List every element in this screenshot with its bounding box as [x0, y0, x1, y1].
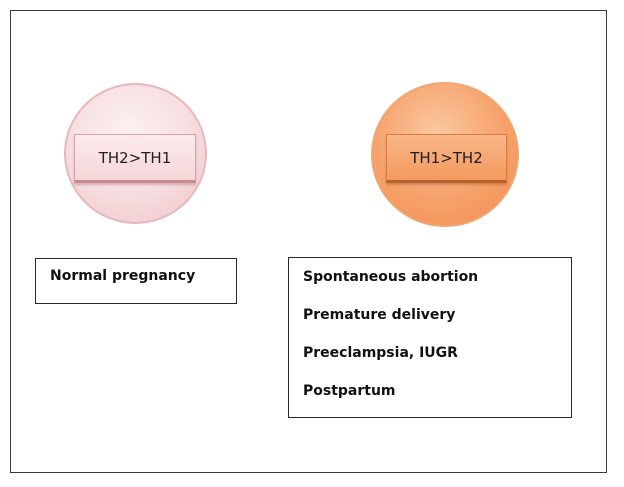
th2-th1-label: TH2>TH1: [74, 134, 196, 183]
list-item: Postpartum: [303, 383, 396, 399]
normal-pregnancy-text: Normal pregnancy: [50, 268, 196, 284]
list-item: Premature delivery: [303, 307, 456, 323]
complications-list: Spontaneous abortion Premature delivery …: [303, 267, 571, 419]
complications-box: Spontaneous abortion Premature delivery …: [288, 257, 572, 418]
list-item: Preeclampsia, IUGR: [303, 345, 458, 361]
th1-th2-label: TH1>TH2: [386, 134, 507, 183]
list-item: Spontaneous abortion: [303, 269, 479, 285]
normal-pregnancy-box: Normal pregnancy: [35, 258, 237, 304]
